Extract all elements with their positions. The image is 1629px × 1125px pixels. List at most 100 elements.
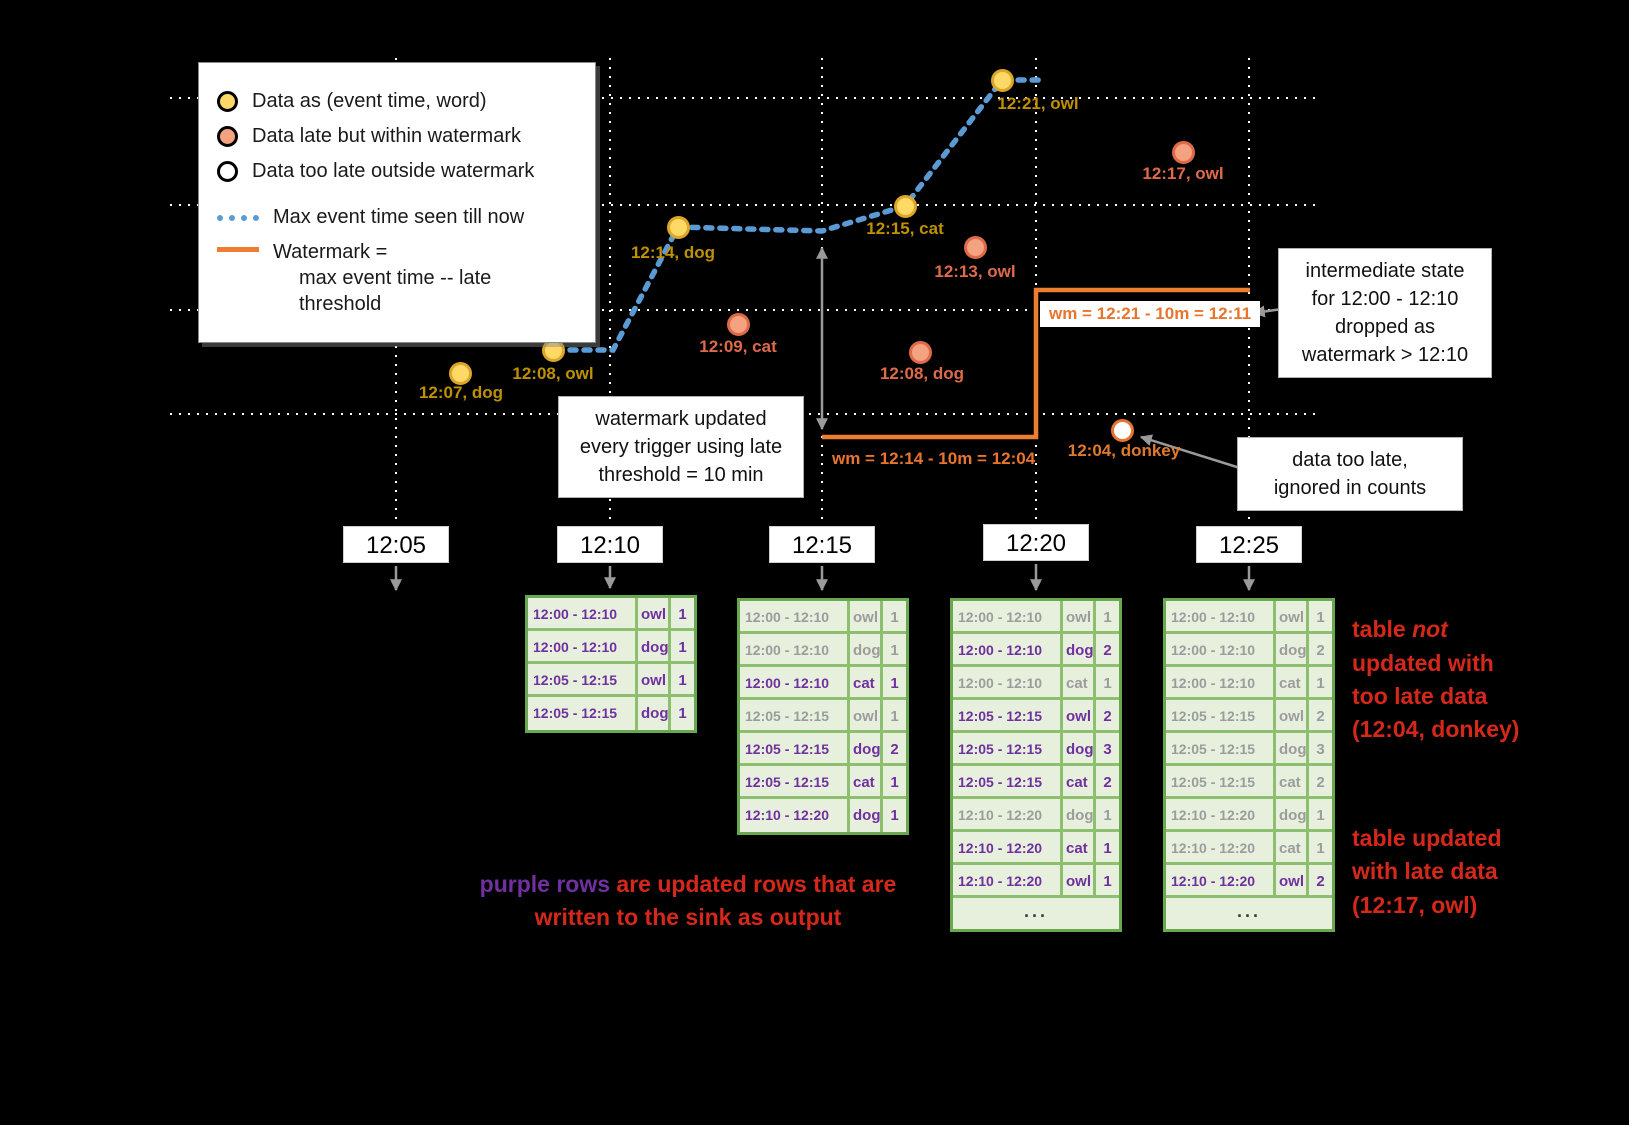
legend-label: Data too late outside watermark	[252, 160, 535, 182]
table-cell-word: owl	[638, 598, 671, 628]
legend-item-max-event-line: Max event time seen till now	[217, 204, 577, 230]
data-point-event	[667, 216, 690, 239]
table-cell-count: 2	[1316, 642, 1325, 659]
table-cell-word: dog	[1063, 733, 1096, 763]
table-cell-count: 1	[1103, 675, 1112, 692]
table-cell-word: cat	[1276, 667, 1309, 697]
table-cell-word: dog	[850, 799, 883, 832]
tick-12-15: 12:15	[769, 526, 875, 563]
note-purple-rows-highlight: purple rows	[479, 871, 611, 897]
legend-watermark-line2: max event time -- late threshold	[299, 267, 492, 315]
tick-12-25: 12:25	[1196, 526, 1302, 563]
table-cell-window: 12:05 - 12:15	[740, 733, 850, 763]
note-purple-rows: purple rows are updated rows that are wr…	[478, 868, 898, 935]
table-cell-window: 12:00 - 12:10	[953, 634, 1063, 664]
table-cell-count: 1	[678, 606, 687, 623]
note-not-updated-italic: not	[1412, 616, 1448, 643]
table-cell-window: 12:00 - 12:10	[953, 601, 1063, 631]
table-cell-count: 2	[890, 741, 899, 758]
table-cell-window: 12:05 - 12:15	[1166, 700, 1276, 730]
data-point-event	[991, 69, 1014, 92]
table-cell-count: 2	[1316, 873, 1325, 890]
legend: Data as (event time, word) Data late but…	[198, 62, 596, 343]
table-cell-word: owl	[850, 601, 883, 631]
table-cell-word: dog	[638, 697, 671, 730]
table-cell-window: 12:10 - 12:20	[953, 865, 1063, 895]
table-cell-window: 12:00 - 12:10	[740, 601, 850, 631]
data-point-late	[727, 313, 750, 336]
table-cell-window: 12:10 - 12:20	[953, 832, 1063, 862]
legend-watermark-line1: Watermark =	[273, 241, 388, 263]
table-cell-count: 1	[678, 639, 687, 656]
table-cell-word: dog	[1063, 799, 1096, 829]
table-cell-word: owl	[1276, 700, 1309, 730]
callout-too-late: data too late, ignored in counts	[1237, 437, 1463, 511]
table-cell-word: dog	[1276, 634, 1309, 664]
note-not-updated: table not updated with too late data (12…	[1352, 580, 1552, 747]
table-cell-count: 3	[1103, 741, 1112, 758]
legend-label: Data as (event time, word)	[252, 90, 487, 112]
data-point-late	[909, 341, 932, 364]
table-cell-window: 12:00 - 12:10	[528, 598, 638, 628]
table-cell-count: 1	[1103, 840, 1112, 857]
table-cell-window: 12:10 - 12:20	[740, 799, 850, 832]
table-cell-count: 1	[1316, 609, 1325, 626]
legend-item-late: Data late but within watermark	[217, 123, 577, 149]
table-cell-count: 2	[1316, 774, 1325, 791]
data-point-late	[964, 236, 987, 259]
callout-watermark-updated: watermark updated every trigger using la…	[558, 396, 804, 498]
watermark-value-label-1: wm = 12:14 - 10m = 12:04	[832, 449, 1036, 468]
table-cell-word: cat	[850, 667, 883, 697]
data-point-label: 12:21, owl	[997, 94, 1079, 113]
legend-label: Watermark = max event time -- late thres…	[273, 239, 577, 317]
data-point-event	[449, 362, 472, 385]
table-cell-word: owl	[1063, 865, 1096, 895]
table-cell-count: 2	[1103, 774, 1112, 791]
table-cell-word: owl	[638, 664, 671, 694]
table-cell-word: dog	[850, 733, 883, 763]
legend-label: Data late but within watermark	[252, 125, 522, 147]
too-late-dot-icon	[217, 160, 238, 182]
table-cell-count: 1	[890, 708, 899, 725]
table-cell-window: 12:10 - 12:20	[1166, 865, 1276, 895]
table-cell-count: 1	[890, 642, 899, 659]
table-cell-word: owl	[1063, 601, 1096, 631]
table-cell-count: 2	[1103, 708, 1112, 725]
watermark-line-icon	[217, 247, 259, 252]
table-cell-window: 12:05 - 12:15	[1166, 766, 1276, 796]
table-cell-window: 12:00 - 12:10	[528, 631, 638, 661]
table-cell-word: cat	[1063, 766, 1096, 796]
table-cell-count: 1	[1103, 873, 1112, 890]
table-cell-word: owl	[1276, 601, 1309, 631]
table-cell-word: cat	[850, 766, 883, 796]
table-cell-count: 2	[1316, 708, 1325, 725]
table-cell-word: dog	[638, 631, 671, 661]
table-cell-word: dog	[850, 634, 883, 664]
table-cell-count: 1	[678, 705, 687, 722]
watermark-value-label-2: wm = 12:21 - 10m = 12:11	[1040, 301, 1261, 327]
table-cell-window: 12:10 - 12:20	[953, 799, 1063, 829]
note-not-updated-pre: table	[1352, 616, 1413, 643]
watermark-step-line	[822, 287, 1250, 440]
tick-12-05: 12:05	[343, 526, 449, 563]
table-cell-window: 12:05 - 12:15	[528, 664, 638, 694]
table-cell-window: 12:05 - 12:15	[528, 697, 638, 730]
table-cell-word: dog	[1276, 799, 1309, 829]
data-point-label: 12:17, owl	[1142, 164, 1224, 183]
table-cell-window: 12:10 - 12:20	[1166, 799, 1276, 829]
table-cell-word: dog	[1276, 733, 1309, 763]
